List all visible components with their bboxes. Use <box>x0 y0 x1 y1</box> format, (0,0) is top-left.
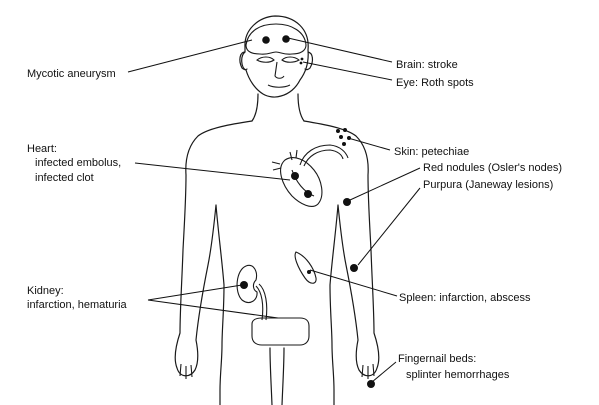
leader-kidney-a <box>147 284 243 301</box>
label-fingernail-title: Fingernail beds: <box>398 353 476 365</box>
osler-node-dot <box>343 198 351 206</box>
janeway-lesion-dot <box>350 264 358 272</box>
petechia-dot-1 <box>336 129 340 133</box>
leader-eye <box>302 61 393 81</box>
label-skin: Skin: petechiae <box>394 146 469 158</box>
nose <box>274 61 285 79</box>
leader-heart <box>134 162 291 181</box>
mouth <box>267 84 291 88</box>
aorta <box>299 144 349 167</box>
label-heart-title: Heart: <box>27 143 57 155</box>
leader-osler <box>349 167 421 201</box>
brain-dot-right <box>282 35 290 43</box>
neck-left <box>251 93 259 122</box>
kidney-outline <box>236 264 258 303</box>
heart-dot-upper <box>291 172 299 180</box>
brain-dot-left <box>262 36 270 44</box>
petechia-dot-2 <box>343 128 347 132</box>
leader-lines <box>127 37 421 383</box>
label-fingernail-line1: splinter hemorrhages <box>406 369 510 381</box>
eye-dot-a <box>300 57 304 61</box>
eye-dot-b <box>299 61 303 65</box>
neck-right <box>297 93 305 122</box>
annotation-labels: Mycotic aneurysm Brain: stroke Eye: Roth… <box>27 59 562 381</box>
label-eye: Eye: Roth spots <box>396 77 474 89</box>
ureter <box>255 283 268 321</box>
left-eye <box>256 56 275 63</box>
heart-dot-lower <box>304 190 312 198</box>
petechia-dot-3 <box>339 135 343 139</box>
petechia-dot-4 <box>347 136 351 140</box>
head-outline <box>241 15 309 98</box>
urinary-drawing <box>236 264 310 346</box>
right-fingers <box>361 363 375 379</box>
petechia-dot-5 <box>342 142 346 146</box>
label-mycotic-aneurysm: Mycotic aneurysm <box>27 68 116 80</box>
torso-outline-right <box>303 120 380 405</box>
label-spleen: Spleen: infarction, abscess <box>399 292 531 304</box>
label-janeway-lesions: Purpura (Janeway lesions) <box>423 179 553 191</box>
leader-janeway <box>357 187 421 266</box>
label-kidney-line1: infarction, hematuria <box>27 299 128 311</box>
kidney-dot <box>240 281 248 289</box>
spleen-outline <box>294 251 317 284</box>
leader-spleen <box>309 269 398 297</box>
torso-outline <box>174 120 253 405</box>
label-heart-line1: infected embolus, <box>35 157 121 169</box>
label-heart-line2: infected clot <box>35 172 94 184</box>
great-vessels <box>271 149 298 171</box>
lesion-markers <box>240 35 375 388</box>
fingernail-dot <box>367 380 375 388</box>
body-outline <box>174 15 380 405</box>
left-ear <box>239 51 248 71</box>
bladder-outline <box>251 317 310 346</box>
leader-mycotic <box>127 39 253 73</box>
label-brain: Brain: stroke <box>396 59 458 71</box>
label-kidney-title: Kidney: <box>27 285 64 297</box>
right-eye <box>281 56 300 63</box>
heart-outline <box>280 157 323 207</box>
left-fingers <box>179 363 193 379</box>
leg-inner <box>269 347 285 405</box>
label-osler-nodes: Red nodules (Osler's nodes) <box>423 162 562 174</box>
spleen-dot <box>307 270 311 274</box>
leader-skin <box>347 137 391 151</box>
leader-brain <box>287 37 393 63</box>
brain-outline <box>245 23 307 55</box>
right-ear <box>304 51 314 71</box>
leader-kidney-b <box>147 299 279 319</box>
leader-fingernail <box>371 361 397 383</box>
